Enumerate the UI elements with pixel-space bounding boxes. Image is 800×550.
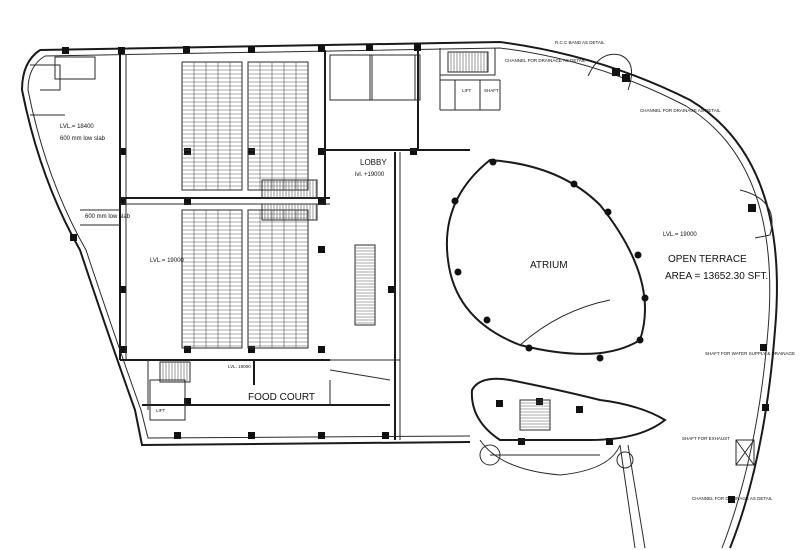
column: [119, 198, 126, 205]
column: [318, 432, 325, 439]
labels: LOBBY lvl. +19000 ATRIUM FOOD COURT OPEN…: [60, 40, 795, 501]
column: [174, 432, 181, 439]
column: [318, 198, 325, 205]
channel-bottom-label: CHANNEL FOR DRAINAGE AS DETAIL: [692, 496, 773, 501]
shaft-right-label: SHAFT: [484, 88, 499, 93]
column: [728, 496, 735, 503]
column: [248, 46, 255, 53]
open-terrace-label: OPEN TERRACE: [668, 254, 747, 265]
low-slab-top-label: 600 mm low slab: [60, 136, 106, 142]
stairs: [159, 51, 551, 431]
seating-blocks: [181, 61, 309, 349]
building-outline: [20, 40, 778, 549]
column: [536, 398, 543, 405]
column: [414, 44, 421, 51]
column: [366, 44, 373, 51]
channel-top-label: CHANNEL FOR DRAINAGE AS DETAIL: [505, 58, 586, 63]
column: [184, 346, 191, 353]
column: [70, 234, 77, 241]
column: [496, 400, 503, 407]
column: [576, 406, 583, 413]
column: [119, 286, 126, 293]
lobby-label: LOBBY: [360, 158, 387, 167]
column: [606, 438, 613, 445]
food-court-label: FOOD COURT: [248, 392, 315, 403]
column: [184, 148, 191, 155]
column: [388, 286, 395, 293]
lift-right-label: LIFT: [462, 88, 472, 93]
level-left-top-label: LVL.= 18400: [60, 124, 94, 130]
column: [760, 344, 767, 351]
column: [318, 148, 325, 155]
column: [762, 404, 769, 411]
lift-bottom-label: LIFT: [156, 408, 166, 413]
column: [248, 346, 255, 353]
channel-right-label: CHANNEL FOR DRAINAGE AS DETAIL: [640, 108, 721, 113]
column: [62, 47, 69, 54]
lvl-small-label: LVL. 19000: [228, 364, 251, 369]
lobby-level-label: lvl. +19000: [355, 172, 385, 178]
column: [184, 198, 191, 205]
column: [612, 68, 620, 76]
columns: [62, 44, 769, 503]
column: [622, 74, 630, 82]
shaft-exhaust-label: SHAFT FOR EXHAUST: [682, 436, 730, 441]
low-slab-mid-label: 600 mm low slab: [85, 214, 131, 220]
atrium-void: [446, 158, 649, 362]
column: [410, 148, 417, 155]
rcc-band-label: R.C.C BAND AS DETAIL: [555, 40, 605, 45]
column: [382, 432, 389, 439]
column: [318, 45, 325, 52]
level-left-label: LVL.= 19000: [150, 258, 184, 264]
terrace-area-label: AREA = 13652.30 SFT.: [665, 271, 768, 282]
column: [748, 204, 756, 212]
column: [184, 398, 191, 405]
column: [248, 148, 255, 155]
interior-walls: [30, 48, 501, 440]
column: [183, 46, 190, 53]
curved-stair-ramp: [470, 377, 755, 549]
shaft-water-label: SHAFT FOR WATER SUPPLY & DRAINAGE: [705, 351, 795, 356]
column: [518, 438, 525, 445]
column: [248, 432, 255, 439]
column: [120, 346, 127, 353]
column: [318, 346, 325, 353]
column: [118, 47, 125, 54]
terrace-level-label: LVL.= 19000: [663, 232, 697, 238]
atrium-label: ATRIUM: [530, 260, 568, 271]
column: [119, 148, 126, 155]
column: [318, 246, 325, 253]
